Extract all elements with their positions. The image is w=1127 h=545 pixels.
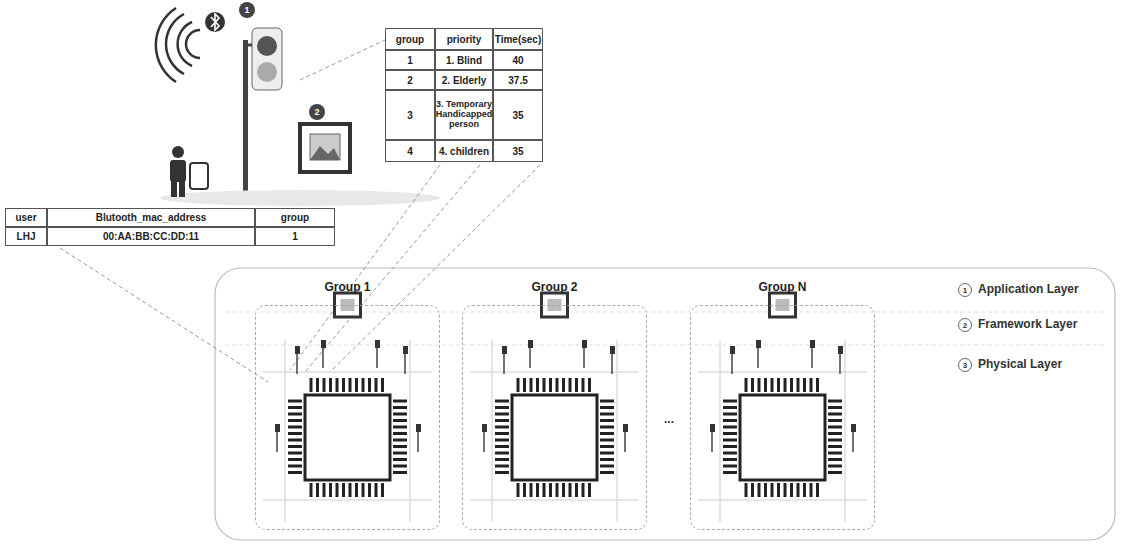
table-cell: 1. Blind <box>435 50 493 70</box>
bluetooth-rune <box>211 14 219 30</box>
layer-label: ... <box>664 412 674 426</box>
layer-label: Framework Layer <box>978 317 1077 331</box>
person-figure <box>170 146 186 197</box>
table-cell: group <box>385 28 435 50</box>
table-cell: 00:AA:BB:CC:DD:11 <box>47 227 255 246</box>
table-cell: LHJ <box>5 227 47 246</box>
layer-panel <box>215 268 1115 540</box>
traffic-light <box>252 28 282 90</box>
ground <box>160 190 440 206</box>
tablet <box>190 163 208 189</box>
table-cell: 37.5 <box>493 70 543 90</box>
layer-divider <box>225 345 1105 346</box>
callout-number: 3 <box>958 358 972 372</box>
table-cell: Time(sec) <box>493 28 543 50</box>
callout-number: 1 <box>958 283 972 297</box>
table-cell: priority <box>435 28 493 50</box>
callout-number: 2 <box>958 318 972 332</box>
table-cell: 2 <box>385 70 435 90</box>
table-cell: 1 <box>255 227 335 246</box>
light-green <box>257 62 277 82</box>
bluetooth-icon <box>205 12 225 32</box>
table-cell: 1 <box>385 50 435 70</box>
group-box: Group 1 <box>255 305 440 530</box>
table-cell: 2. Elderly <box>435 70 493 90</box>
signal-arcs <box>156 8 200 82</box>
group-heading: Group N <box>691 280 874 294</box>
light-red <box>257 36 277 56</box>
traffic-pole <box>243 40 248 195</box>
table-cell: 35 <box>493 90 543 140</box>
table-cell: 4 <box>385 140 435 162</box>
table-cell: group <box>255 208 335 227</box>
group-box: Group 2 <box>462 305 647 530</box>
group-heading: Group 1 <box>256 280 439 294</box>
group-heading: Group 2 <box>463 280 646 294</box>
table-cell: 4. children <box>435 140 493 162</box>
layer-label: Physical Layer <box>978 357 1062 371</box>
group-box: Group N <box>690 305 875 530</box>
callout-number: 1 <box>239 2 255 18</box>
layer-label: Application Layer <box>978 282 1079 296</box>
table-cell: 40 <box>493 50 543 70</box>
table-cell: 3. Temporary Handicapped person <box>435 90 493 140</box>
table-cell: Blutooth_mac_address <box>47 208 255 227</box>
table-cell: user <box>5 208 47 227</box>
table-cell: 35 <box>493 140 543 162</box>
table-cell: 3 <box>385 90 435 140</box>
image-icon <box>300 124 350 172</box>
callout-number: 2 <box>309 104 325 120</box>
